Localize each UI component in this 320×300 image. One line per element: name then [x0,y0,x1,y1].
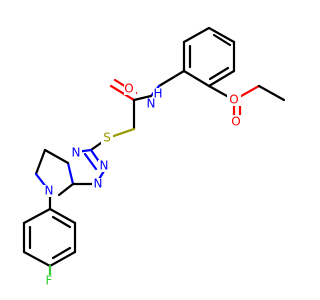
bond [51,215,72,229]
bond [257,84,286,102]
bond [22,250,52,268]
molecule-svg: O O H N O S N N N N F [22,26,286,288]
bond [208,66,230,81]
bond [83,152,98,171]
atom-triazole-n1: N [72,146,81,160]
benzoate-ring [182,26,236,88]
bond [212,33,232,47]
bond [207,69,236,88]
atom-amide-o: O [124,82,133,96]
bond [109,84,136,102]
bond [43,148,70,165]
fluorophenyl-ring [22,190,77,281]
atom-triazole-n3: N [94,177,103,191]
ester-group [207,84,286,123]
bond [48,207,77,225]
atom-labels: O O H N O S N N N N F [43,82,243,288]
bond [57,182,75,197]
bond [132,94,153,102]
bond [182,26,211,44]
bond [157,69,186,88]
molecule-diagram: O O H N O S N N N N F [22,26,286,288]
bond [66,161,75,186]
bond [207,26,236,44]
bond [182,69,211,88]
bond [51,246,72,260]
atom-ring-n4: N [45,184,54,198]
atom-ester-o-single: O [229,93,238,107]
atom-triazole-n2: N [100,159,109,173]
atom-ester-o-double: O [231,115,240,129]
atom-fluorine: F [46,274,53,288]
bond [48,250,77,268]
atom-amide-n: N [147,97,156,111]
bond [22,207,52,225]
atom-amide-h: H [153,87,162,101]
atom-sulfur: S [103,131,111,145]
bond [34,148,47,176]
